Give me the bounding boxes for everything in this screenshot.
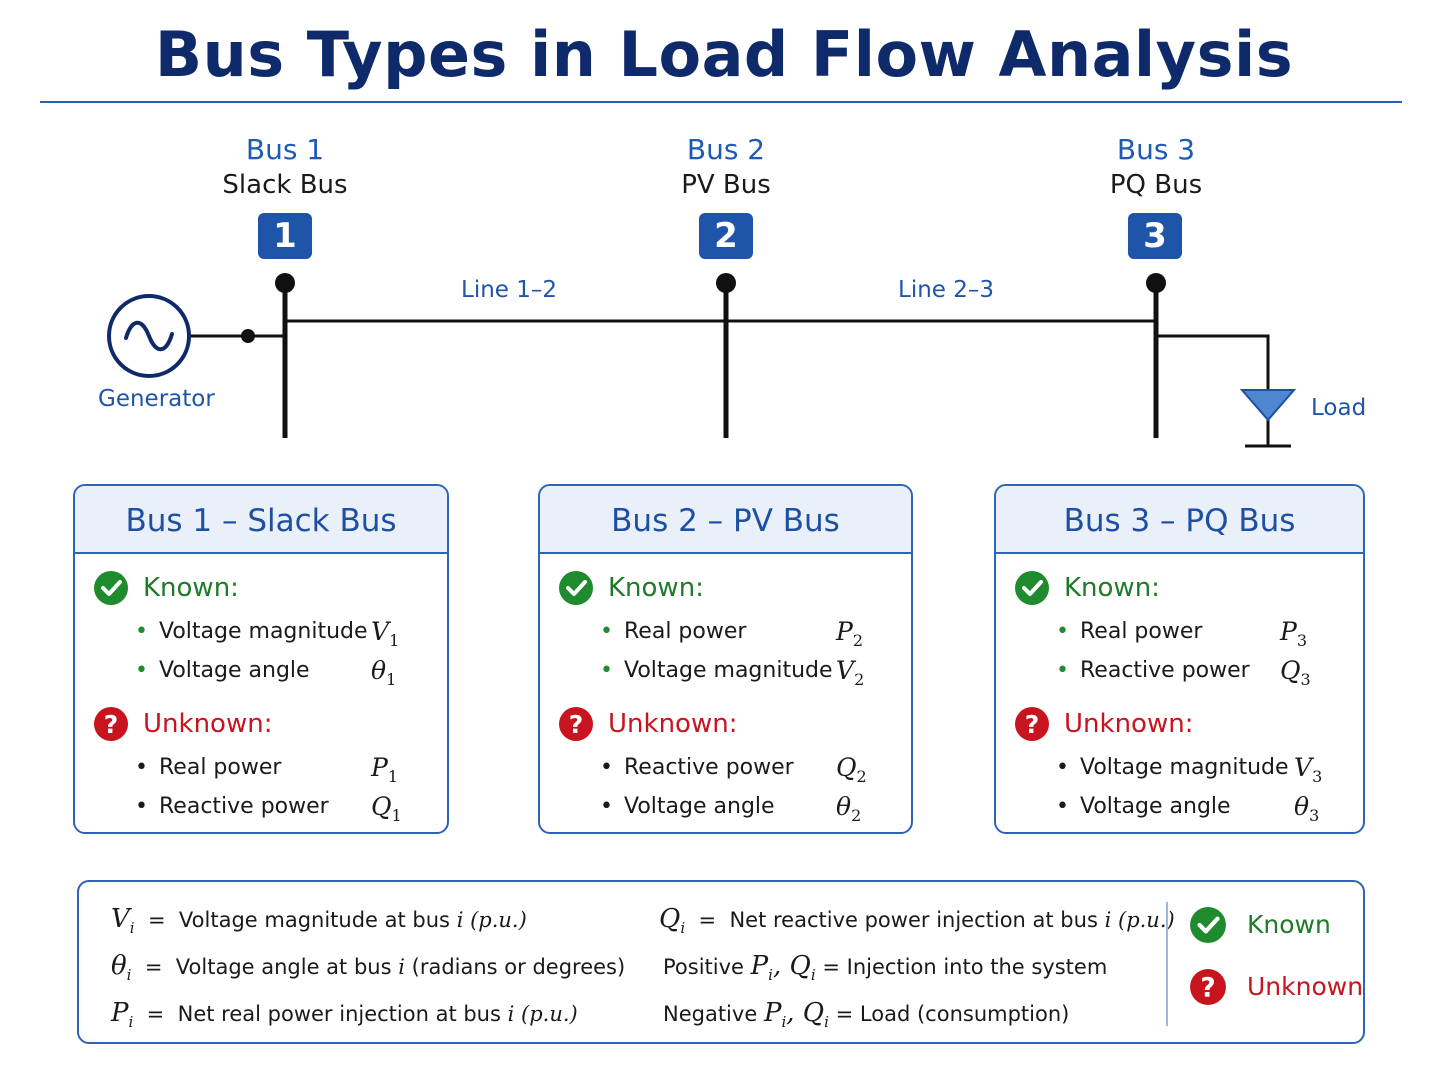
legend-voltage-magnitude: Vi = Voltage magnitude at bus i (p.u.) — [111, 904, 527, 938]
legend-known-text: Known — [1247, 910, 1331, 939]
bus-3-header: Bus 3 PQ Bus — [1006, 133, 1306, 203]
svg-text:?: ? — [104, 710, 119, 739]
bus-2-header: Bus 2 PV Bus — [576, 133, 876, 203]
bus-3-type: PQ Bus — [1109, 170, 1203, 200]
question-circle-icon: ? — [1190, 969, 1226, 1005]
legend-reactive-power: Qi = Net reactive power injection at bus… — [659, 904, 1175, 938]
bus-2-name: Bus 2 — [686, 133, 766, 166]
card-bus-1-title: Bus 1 – Slack Bus — [75, 486, 447, 554]
legend-positive-injection: Positive Pi, Qi = Injection into the sys… — [663, 951, 1108, 985]
card-bus-3-known-title: Known: — [1064, 573, 1160, 603]
load-arrow-icon — [1239, 389, 1297, 422]
check-circle-icon — [94, 571, 128, 605]
bus-3-node — [1146, 273, 1166, 293]
one-line-diagram — [107, 273, 1297, 448]
bus-1-badge: 1 — [258, 213, 312, 259]
load-label: Load — [1311, 395, 1367, 421]
generator-label: Generator — [98, 386, 215, 412]
question-circle-icon: ? — [559, 707, 593, 741]
load-connection — [1156, 334, 1270, 392]
bus-1-name: Bus 1 — [245, 133, 325, 166]
card-bus-2-unknown-title: Unknown: — [608, 709, 738, 739]
svg-text:?: ? — [1025, 710, 1040, 739]
bus-3-name: Bus 3 — [1116, 133, 1196, 166]
card-bus-1: Bus 1 – Slack Bus Known: •Voltage magnit… — [73, 484, 449, 834]
legend-unknown-text: Unknown — [1247, 972, 1364, 1001]
line-2-3-label: Line 2–3 — [898, 277, 995, 303]
card-bus-3-known-header: Known: — [1014, 570, 1363, 606]
card-bus-3-unknown-header: ? Unknown: — [1014, 706, 1363, 742]
bus-2-type: PV Bus — [681, 170, 771, 200]
generator-junction — [241, 329, 255, 343]
bus-2-node — [716, 273, 736, 293]
card-bus-1-unknown-header: ? Unknown: — [93, 706, 447, 742]
card-bus-2-title: Bus 2 – PV Bus — [540, 486, 911, 554]
card-bus-3-unknown-title: Unknown: — [1064, 709, 1194, 739]
check-circle-icon — [559, 571, 593, 605]
question-circle-icon: ? — [1015, 707, 1049, 741]
svg-text:?: ? — [1200, 974, 1215, 1004]
bus-1-header: Bus 1 Slack Bus — [135, 133, 435, 203]
legend-panel: Vi = Voltage magnitude at bus i (p.u.) θ… — [77, 880, 1365, 1044]
bus-1-node — [275, 273, 295, 293]
card-bus-2-known-header: Known: — [558, 570, 911, 606]
bus-2-badge: 2 — [699, 213, 753, 259]
card-bus-2-unknown-header: ? Unknown: — [558, 706, 911, 742]
card-bus-1-known-title: Known: — [143, 573, 239, 603]
bus-1-type: Slack Bus — [222, 170, 348, 200]
card-bus-1-unknown-title: Unknown: — [143, 709, 273, 739]
page-title: Bus Types in Load Flow Analysis — [154, 18, 1294, 91]
legend-real-power: Pi = Net real power injection at bus i (… — [111, 998, 578, 1032]
ac-generator-icon — [107, 294, 191, 378]
legend-negative-load: Negative Pi, Qi = Load (consumption) — [663, 998, 1070, 1032]
svg-text:?: ? — [569, 710, 584, 739]
card-bus-3-title: Bus 3 – PQ Bus — [996, 486, 1363, 554]
bus-3-badge: 3 — [1128, 213, 1182, 259]
question-circle-icon: ? — [94, 707, 128, 741]
legend-voltage-angle: θi = Voltage angle at bus i (radians or … — [111, 951, 626, 985]
line-1-2-label: Line 1–2 — [461, 277, 558, 303]
title-divider — [40, 101, 1402, 103]
card-bus-1-known-header: Known: — [93, 570, 447, 606]
legend-divider — [1166, 902, 1168, 1026]
check-circle-icon — [1015, 571, 1049, 605]
check-circle-icon — [1190, 907, 1226, 943]
card-bus-2-known-title: Known: — [608, 573, 704, 603]
